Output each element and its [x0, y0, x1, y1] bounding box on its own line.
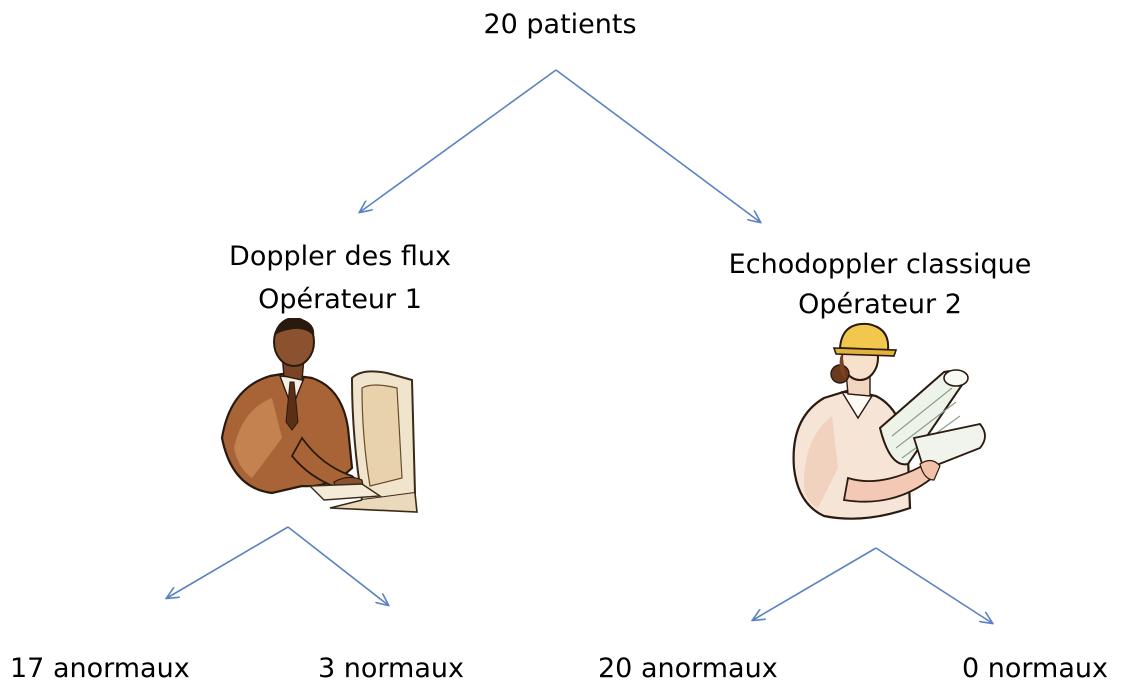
- woman-with-plans-icon: [792, 322, 986, 520]
- arrow-branch-1-to-left-outcome: [167, 526, 289, 598]
- branch-1-operator-label: Opérateur 1: [258, 284, 422, 315]
- branch-2-method-label: Echodoppler classique: [728, 249, 1032, 280]
- branch-1-method-label: Doppler des flux: [229, 241, 451, 272]
- arrow-branch-2-to-left-outcome: [753, 547, 877, 620]
- arrow-root-to-branch-2: [555, 69, 760, 222]
- arrow-root-to-branch-1: [360, 69, 557, 212]
- outcome-label-branch-2-right: 0 normaux: [962, 653, 1108, 684]
- man-at-computer-icon: [220, 318, 418, 513]
- root-label: 20 patients: [483, 9, 637, 40]
- arrow-branch-2-to-right-outcome: [875, 547, 992, 623]
- outcome-label-branch-2-left: 20 anormaux: [598, 653, 778, 684]
- outcome-label-branch-1-left: 17 anormaux: [10, 653, 190, 684]
- branch-2-operator-label: Opérateur 2: [798, 289, 962, 320]
- arrow-branch-1-to-right-outcome: [287, 526, 388, 605]
- outcome-label-branch-1-right: 3 normaux: [318, 653, 464, 684]
